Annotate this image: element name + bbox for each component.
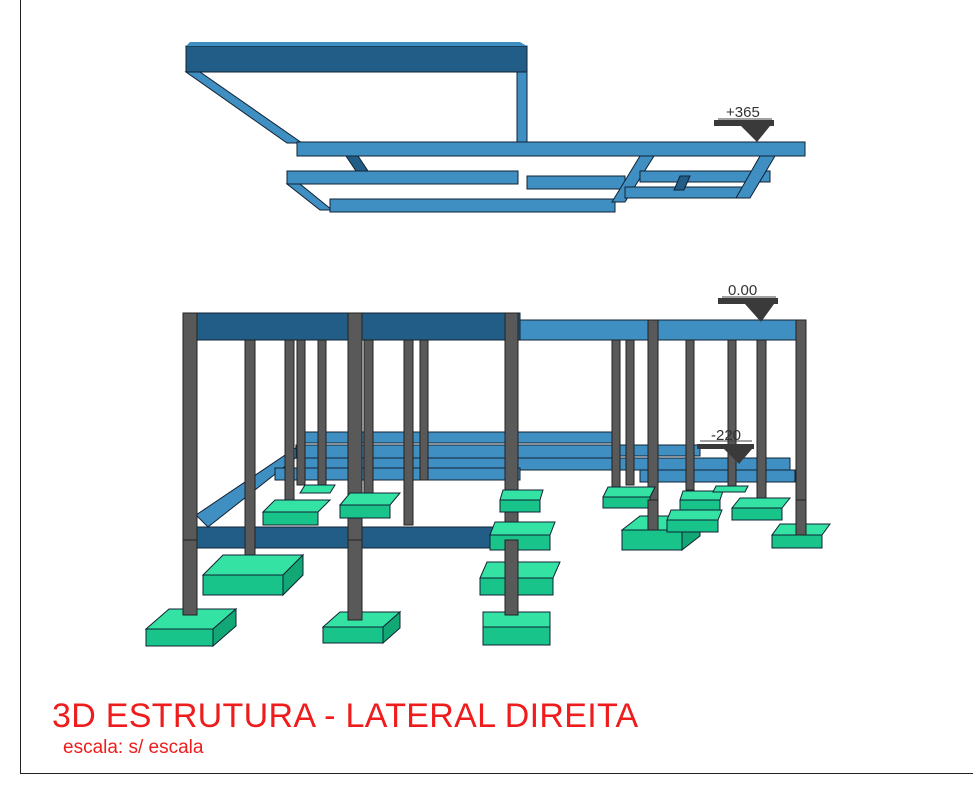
floor-beam — [519, 319, 807, 341]
roof-beam — [526, 175, 626, 190]
roof-beam — [673, 175, 691, 191]
footing — [666, 519, 719, 533]
footing — [666, 509, 723, 521]
footing — [282, 553, 304, 597]
column — [419, 339, 429, 481]
column — [685, 339, 695, 491]
footing — [262, 511, 319, 526]
column — [625, 339, 635, 486]
footing — [771, 534, 823, 549]
footing — [339, 504, 391, 519]
roof-beam — [285, 183, 334, 211]
footing — [602, 486, 656, 498]
footing — [621, 529, 683, 551]
level-label-220: -220 — [711, 427, 741, 444]
footing — [145, 628, 214, 647]
roof-beam — [611, 155, 655, 203]
roof-beam — [329, 198, 616, 213]
footing — [499, 489, 544, 501]
level-marker-365: +365 — [714, 104, 774, 142]
sheet-border-left — [20, 0, 21, 774]
column — [403, 339, 414, 526]
floor-beam — [274, 467, 521, 481]
level-marker-220: -220 — [697, 427, 754, 464]
ground-floor-framework — [144, 312, 831, 648]
footing — [602, 496, 651, 509]
footing — [322, 626, 384, 644]
sheet-border-bottom — [20, 773, 973, 774]
level-marker-000: 0.00 — [718, 282, 778, 322]
roof-beam — [624, 186, 751, 199]
footing — [382, 610, 401, 645]
column — [296, 339, 306, 486]
drawing-scale-note: escala: s/ escala — [63, 737, 204, 758]
footing — [489, 521, 556, 536]
footing — [712, 485, 749, 493]
floor-beam — [639, 469, 796, 483]
column — [284, 339, 295, 506]
footing — [261, 499, 332, 513]
footing — [479, 561, 561, 579]
column — [611, 339, 621, 491]
footing — [299, 484, 336, 494]
footing — [489, 534, 551, 551]
column — [317, 339, 327, 491]
column — [756, 339, 767, 511]
footing — [338, 492, 402, 506]
floor-beam — [295, 444, 621, 459]
roof-beam — [516, 71, 528, 143]
level-label-365: +365 — [726, 104, 760, 121]
column — [727, 339, 737, 491]
footing — [679, 499, 721, 511]
column — [363, 339, 374, 506]
footing — [482, 626, 551, 646]
footing — [731, 507, 783, 521]
footing — [202, 574, 284, 596]
roof-beam — [286, 170, 519, 185]
footing — [212, 607, 237, 648]
drawing-title: 3D ESTRUTURA - LATERAL DIREITA — [52, 697, 639, 735]
roof-beam — [735, 155, 776, 199]
column — [244, 339, 256, 556]
roof-framework — [184, 42, 806, 213]
footing — [499, 499, 541, 513]
roof-beam — [296, 141, 806, 157]
level-label-000: 0.00 — [728, 282, 757, 299]
roof-beam — [184, 71, 304, 144]
roof-beam — [639, 170, 771, 183]
roof-beam — [186, 42, 527, 46]
footing — [730, 497, 792, 509]
roof-beam — [185, 45, 528, 73]
